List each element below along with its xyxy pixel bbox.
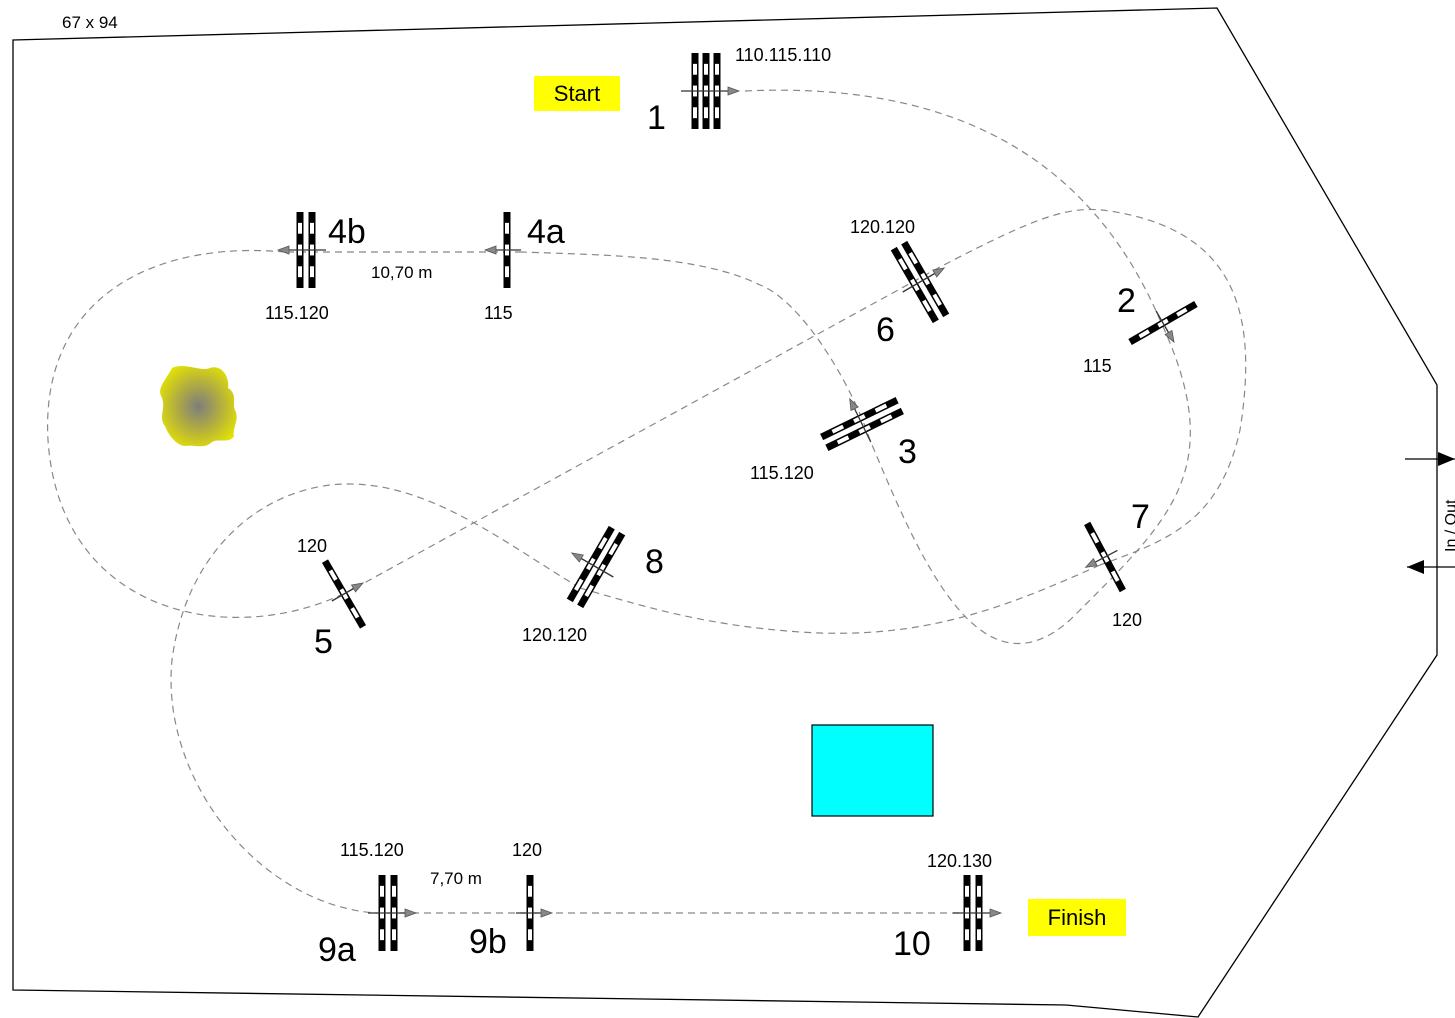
fence-7 bbox=[1084, 521, 1126, 593]
route-4b-to-5 bbox=[47, 249, 356, 619]
route-7-to-8 bbox=[579, 564, 1101, 634]
fence-6-number: 6 bbox=[876, 311, 895, 349]
start-banner: Start bbox=[534, 76, 620, 111]
fence-5 bbox=[321, 559, 367, 629]
fence-1-number: 1 bbox=[647, 99, 666, 137]
fence-2-number: 2 bbox=[1117, 282, 1136, 320]
fence-6 bbox=[890, 240, 950, 324]
fence-9a bbox=[368, 875, 418, 951]
arena-boundary bbox=[12, 7, 1438, 1018]
route-8-to-9a bbox=[170, 483, 581, 914]
fence-10 bbox=[953, 875, 1003, 951]
fence-1 bbox=[681, 53, 741, 129]
fence-9a-number: 9a bbox=[318, 931, 356, 969]
fences-layer bbox=[276, 53, 1198, 951]
fence-4b bbox=[276, 212, 326, 288]
fence-4b-number: 4b bbox=[328, 213, 366, 251]
fence-7-number: 7 bbox=[1131, 498, 1150, 536]
fence-8-heights: 120.120 bbox=[522, 625, 587, 645]
fence-8-direction-arrow bbox=[570, 552, 584, 563]
finish-banner: Finish bbox=[1028, 899, 1126, 936]
in-out-label: In / Out bbox=[1443, 499, 1455, 552]
fence-2 bbox=[1128, 300, 1198, 346]
fence-4a bbox=[483, 212, 521, 288]
fence-8-number: 8 bbox=[645, 543, 664, 581]
fence-8 bbox=[566, 525, 626, 609]
fence-4b-direction-arrow bbox=[276, 245, 290, 255]
fence-7-direction-arrow bbox=[1084, 557, 1098, 568]
fence-9a-heights: 115.120 bbox=[340, 840, 404, 860]
arena-dimensions: 67 x 94 bbox=[62, 13, 118, 32]
fence-5-heights: 120 bbox=[297, 536, 327, 556]
route-5-to-6 bbox=[354, 208, 1247, 589]
fence-9a-direction-arrow bbox=[404, 908, 418, 918]
fence-6-direction-arrow bbox=[932, 267, 946, 278]
route bbox=[47, 89, 1247, 914]
distance-4a-4b: 10,70 m bbox=[371, 263, 432, 282]
fence-6-heights: 120.120 bbox=[850, 217, 915, 237]
fence-9b bbox=[516, 875, 554, 951]
fence-9b-number: 9b bbox=[469, 923, 507, 961]
fence-4a-number: 4a bbox=[527, 213, 565, 251]
fence-10-number: 10 bbox=[893, 925, 931, 963]
distance-9a-9b: 7,70 m bbox=[430, 869, 482, 888]
fence-9b-direction-arrow bbox=[540, 908, 554, 918]
fence-1-heights: 110.115.110 bbox=[735, 45, 831, 65]
fence-3-direction-arrow bbox=[849, 397, 859, 412]
fence-4b-heights: 115.120 bbox=[265, 303, 329, 323]
fence-10-direction-arrow bbox=[989, 908, 1003, 918]
fence-5-number: 5 bbox=[314, 623, 333, 661]
route-1-to-3 bbox=[521, 89, 1191, 645]
fence-3 bbox=[820, 397, 904, 451]
fence-4a-heights: 115 bbox=[484, 303, 513, 323]
fence-2-direction-arrow bbox=[1164, 329, 1175, 344]
fence-9b-heights: 120 bbox=[512, 840, 542, 860]
fence-2-heights: 115 bbox=[1083, 356, 1112, 376]
tree-icon bbox=[160, 366, 237, 447]
fence-5-direction-arrow bbox=[350, 582, 365, 593]
fence-4a-direction-arrow bbox=[483, 245, 497, 255]
fence-10-heights: 120.130 bbox=[927, 851, 992, 871]
finish-label: Finish bbox=[1048, 905, 1107, 930]
fence-3-heights: 115.120 bbox=[750, 463, 814, 483]
in-out-gate: In / Out bbox=[1405, 452, 1455, 574]
water-obstacle bbox=[811, 724, 934, 817]
fence-7-heights: 120 bbox=[1112, 610, 1142, 630]
start-label: Start bbox=[554, 81, 600, 106]
fence-3-number: 3 bbox=[898, 433, 917, 471]
fence-1-direction-arrow bbox=[727, 86, 741, 96]
